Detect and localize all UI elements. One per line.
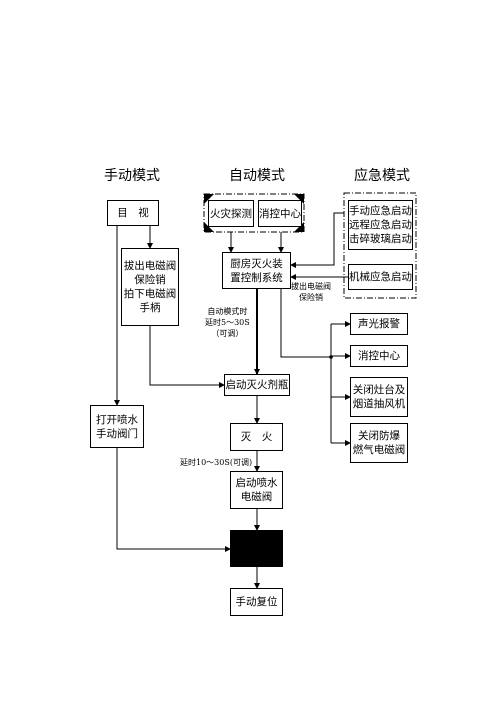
node-close-stove-exhaust-line-1: 关闭灶台及 [352,384,406,396]
node-fire-control-center-output: 消控中心 [350,345,408,367]
node-start-extinguishing-cylinder-label: 启动灭火剂瓶 [225,379,289,391]
node-mechanical-start-label: 机械应急启动 [349,271,412,283]
node-close-stove-exhaust-line-2: 烟道抽风机 [352,398,406,410]
node-fire-detection-label: 火灾探测 [210,207,252,220]
node-kitchen-control-system-line-2: 置控制系统 [230,271,283,284]
node-open-manual-water-valve-line-1: 打开喷水 [96,413,138,426]
node-pull-valve-pin-line-1: 拔出电磁阀 [123,260,177,272]
node-start-water-solenoid-line-1: 启动喷水 [235,477,278,489]
node-redacted-black-box [230,530,283,567]
node-manual-reset: 手动复位 [230,588,283,616]
node-kitchen-control-system: 厨房灭火装 置控制系统 [222,252,291,289]
node-visual-inspection: 目 视 [107,200,159,226]
node-emergency-start-line-3: 击碎玻璃启动 [349,233,412,245]
node-close-gas-solenoid-line-1: 关闭防爆 [358,430,400,442]
node-emergency-start-line-1: 手动应急启动 [349,205,412,217]
node-sound-light-alarm: 声光报警 [350,313,408,335]
node-open-manual-water-valve: 打开喷水 手动阀门 [90,405,144,448]
header-auto-mode: 自动模式 [229,168,285,184]
note-water-delay: 延时10～30S(可调) [180,458,253,467]
node-close-stove-exhaust: 关闭灶台及 烟道抽风机 [350,377,408,417]
node-open-manual-water-valve-line-2: 手动阀门 [96,427,138,440]
node-kitchen-control-system-line-1: 厨房灭火装 [230,257,283,270]
node-pull-valve-pin-line-4: 手柄 [139,302,161,314]
node-mechanical-start: 机械应急启动 [348,264,413,290]
node-pull-valve-pin-line-2: 保险销 [134,274,166,286]
node-fire-detection: 火灾探测 [208,200,254,227]
node-fire-control-center-label: 消控中心 [259,207,301,220]
node-emergency-start-line-2: 远程应急启动 [349,219,412,231]
emergency-mode-frame [343,192,417,299]
note-pull-pin-line-1: 拔出电磁阀 [291,282,331,291]
node-start-extinguishing-cylinder: 启动灭火剂瓶 [224,374,290,396]
node-fire-control-center-output-label: 消控中心 [358,350,400,362]
node-close-gas-solenoid-line-2: 燃气电磁阀 [352,444,406,456]
note-auto-delay-line-3: （可调） [211,329,244,338]
node-emergency-start: 手动应急启动 远程应急启动 击碎玻璃启动 [348,200,413,250]
node-start-water-solenoid-line-2: 电磁阀 [240,491,273,503]
note-auto-delay-line-2: 延时5～30S [205,318,250,327]
node-sound-light-alarm-label: 声光报警 [358,318,400,330]
node-manual-reset-label: 手动复位 [235,596,278,608]
header-emergency-mode: 应急模式 [354,168,410,184]
note-pull-pin: 拔出电磁阀 保险销 [291,281,331,303]
header-manual-mode: 手动模式 [104,168,160,184]
note-auto-delay: 自动模式时 延时5～30S （可调） [205,306,250,339]
auto-mode-frame [203,193,305,233]
node-fire-control-center: 消控中心 [258,200,302,227]
node-pull-valve-pin-line-3: 拍下电磁阀 [123,288,177,300]
node-close-gas-solenoid: 关闭防爆 燃气电磁阀 [350,423,408,463]
node-start-water-solenoid: 启动喷水 电磁阀 [230,471,283,509]
node-visual-inspection-label: 目 视 [117,207,149,219]
node-pull-valve-pin: 拔出电磁阀 保险销 拍下电磁阀 手柄 [121,248,179,326]
note-pull-pin-line-2: 保险销 [299,293,323,302]
node-extinguish-label: 灭 火 [240,431,273,443]
note-auto-delay-line-1: 自动模式时 [207,307,248,316]
node-extinguish: 灭 火 [230,423,283,451]
